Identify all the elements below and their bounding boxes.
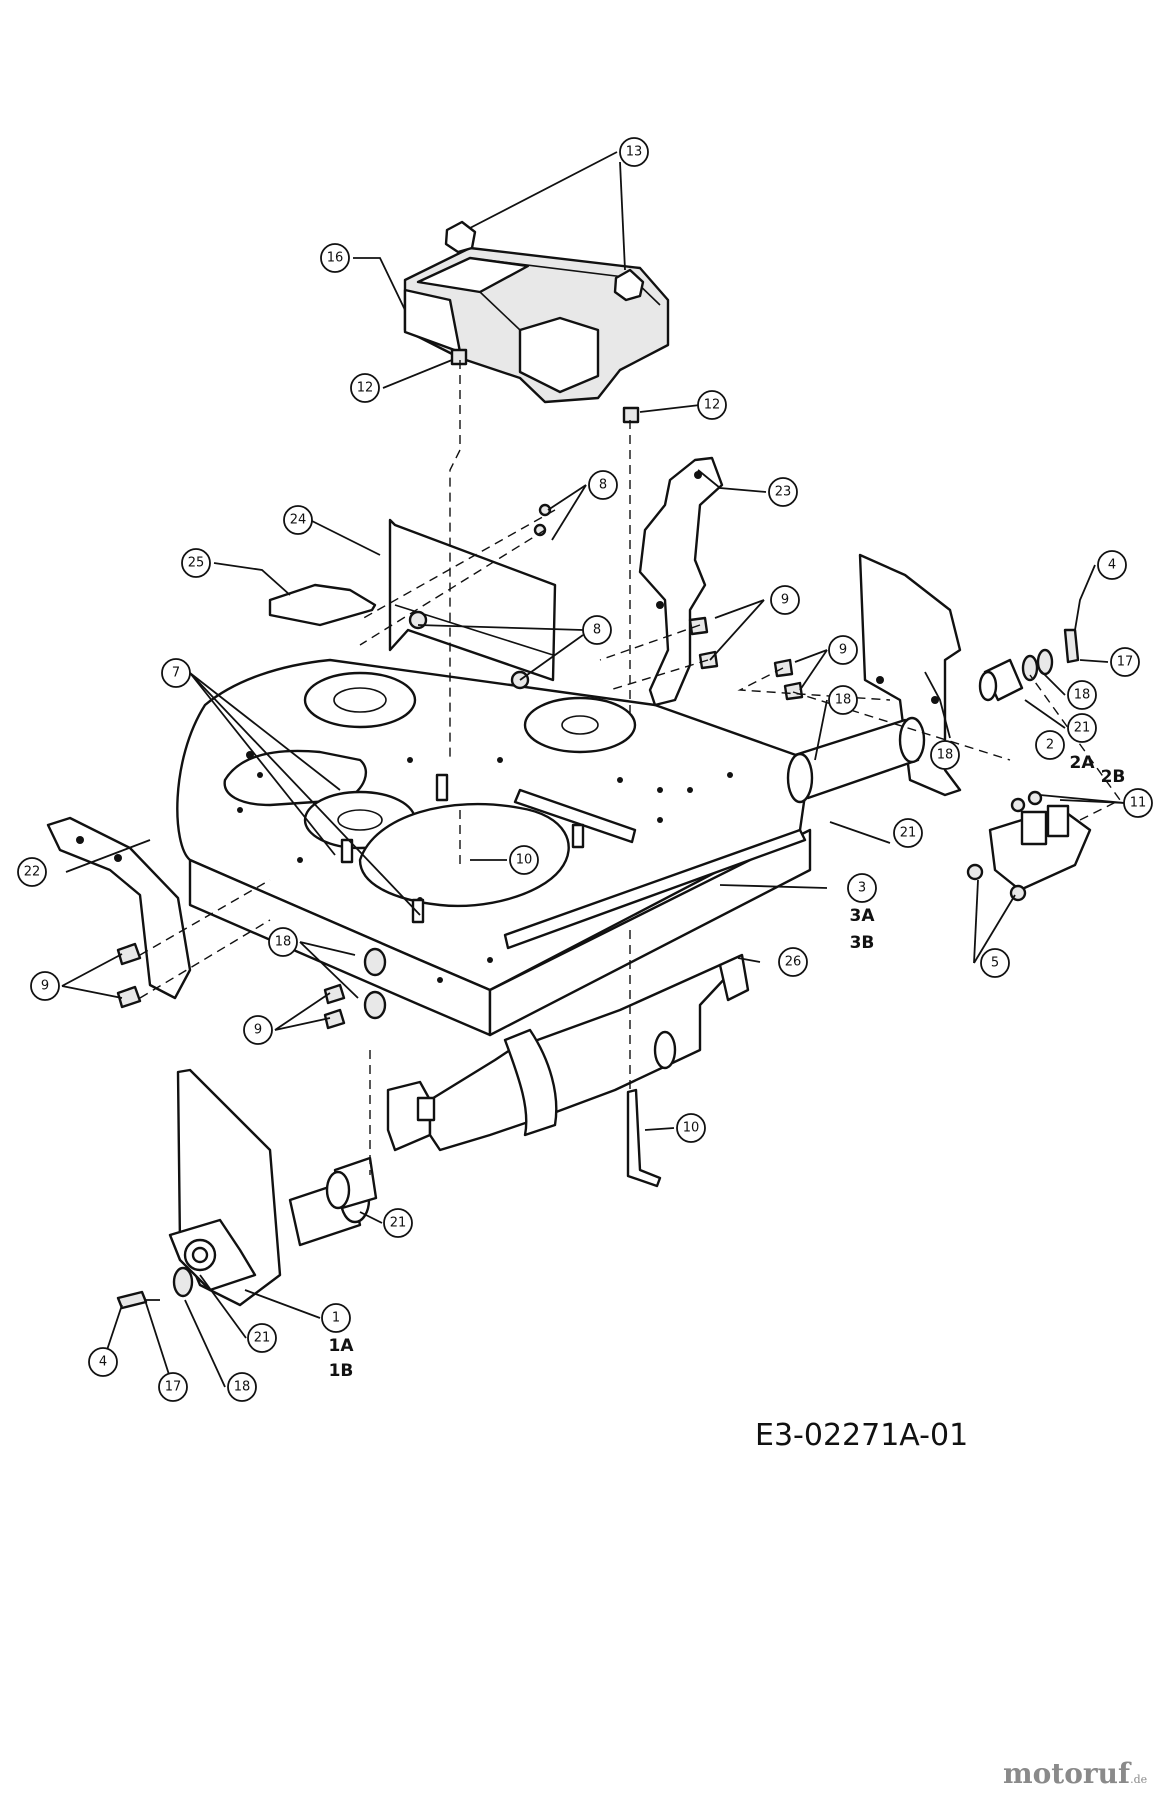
callout-17: 17 [158,1372,188,1402]
rear-bracket-part [858,553,962,797]
svg-text:8: 8 [599,478,607,493]
svg-text:12: 12 [357,381,374,396]
callout-18: 18 [268,927,298,957]
callout-12: 12 [697,390,727,420]
callout-8: 8 [588,470,618,500]
variant-label-3a: 3A [850,906,876,926]
callout-2: 2 [1035,730,1065,760]
svg-text:18: 18 [835,693,852,708]
callout-26: 26 [778,947,808,977]
svg-text:26: 26 [785,955,802,970]
callout-22: 22 [17,857,47,887]
variant-label-2b: 2B [1101,767,1126,787]
solenoid-part [966,790,1092,902]
drawing-number: E3-02271A-01 [755,1418,969,1453]
callout-21: 21 [383,1208,413,1238]
callout-18: 18 [930,740,960,770]
svg-text:21: 21 [390,1216,407,1231]
svg-text:2: 2 [1046,738,1054,753]
svg-text:10: 10 [683,1121,700,1136]
variant-label-1b: 1B [329,1361,354,1381]
callout-24: 24 [283,505,313,535]
svg-text:21: 21 [900,826,917,841]
callout-13: 13 [619,137,649,167]
svg-text:18: 18 [1074,688,1091,703]
callout-9: 9 [828,635,858,665]
callout-18: 18 [1067,680,1097,710]
callout-21: 21 [1067,713,1097,743]
svg-text:9: 9 [781,593,789,608]
callout-21: 21 [247,1323,277,1353]
svg-text:25: 25 [188,556,205,571]
svg-text:22: 22 [24,865,41,880]
pivot-bracket-part [168,1068,282,1307]
callout-10: 10 [676,1113,706,1143]
strap-part [626,1088,662,1188]
callout-11: 11 [1123,788,1153,818]
clip-part [444,220,645,302]
callout-21: 21 [893,818,923,848]
svg-text:13: 13 [626,145,643,160]
right-bracket-part [638,456,724,707]
leader-lines [61,151,1126,1388]
callout-4: 4 [1097,550,1127,580]
callout-12: 12 [350,373,380,403]
callout-16: 16 [320,243,350,273]
svg-text:11: 11 [1130,796,1147,811]
svg-text:21: 21 [254,1331,271,1346]
variant-label-1a: 1A [329,1336,355,1356]
callout-10: 10 [509,845,539,875]
svg-text:4: 4 [1108,558,1116,573]
svg-text:12: 12 [704,398,721,413]
callout-18: 18 [828,685,858,715]
callout-23: 23 [768,477,798,507]
svg-text:24: 24 [290,513,307,528]
svg-text:10: 10 [516,853,533,868]
svg-text:21: 21 [1074,721,1091,736]
callout-9: 9 [243,1015,273,1045]
watermark-brand: motoruf [1003,1757,1131,1790]
callout-4: 4 [88,1347,118,1377]
svg-text:18: 18 [275,935,292,950]
svg-text:16: 16 [327,251,344,266]
svg-text:3: 3 [858,881,866,896]
top-cover-part [403,246,670,404]
svg-text:9: 9 [254,1023,262,1038]
callout-1: 1 [321,1303,351,1333]
callout-9: 9 [30,971,60,1001]
svg-text:17: 17 [165,1380,182,1395]
callout-18: 18 [227,1372,257,1402]
nut-part [450,348,640,424]
svg-text:17: 17 [1117,655,1134,670]
svg-text:5: 5 [991,956,999,971]
lower-support-part [386,953,750,1152]
callout-8: 8 [582,615,612,645]
bushing-part [325,658,1024,1210]
fastener-hardware [116,503,804,1030]
callout-25: 25 [181,548,211,578]
svg-text:18: 18 [937,748,954,763]
svg-text:9: 9 [41,979,49,994]
watermark-logo: motoruf.de [1003,1757,1147,1790]
shield-plate-part [268,518,557,682]
callout-7: 7 [161,658,191,688]
callout-5: 5 [980,948,1010,978]
left-bracket-part [46,816,192,1000]
svg-text:4: 4 [99,1355,107,1370]
svg-text:9: 9 [839,643,847,658]
watermark-suffix: .de [1130,1773,1148,1786]
main-frame-part [176,658,812,1037]
svg-text:18: 18 [234,1380,251,1395]
svg-text:1: 1 [332,1311,340,1326]
svg-text:8: 8 [593,623,601,638]
svg-text:7: 7 [172,666,180,681]
variant-label-2a: 2A [1070,753,1096,773]
callout-17: 17 [1110,647,1140,677]
callout-9: 9 [770,585,800,615]
svg-text:23: 23 [775,485,792,500]
variant-label-3b: 3B [850,933,875,953]
callout-3: 3 [847,873,877,903]
